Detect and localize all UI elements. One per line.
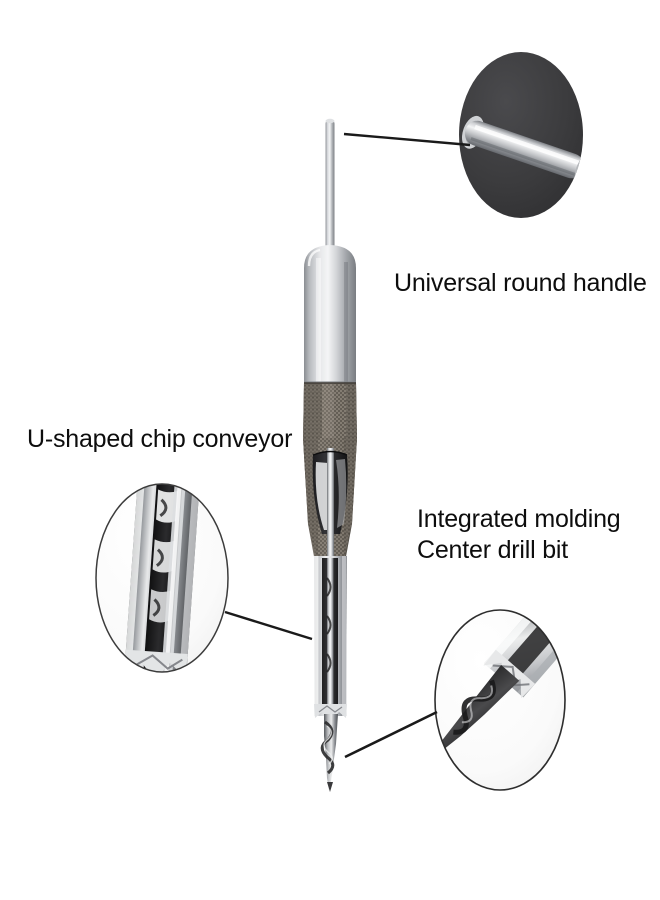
tool-part-round-shank: [325, 118, 335, 250]
callout-u-shaped-chip-conveyor: [95, 483, 229, 673]
leader-lines: [224, 132, 471, 759]
label-center-drill-bit-line1: Integrated molding: [417, 505, 621, 533]
callout-universal-round-handle: [459, 52, 583, 218]
tool-part-cylinder-body: [304, 245, 356, 388]
tool-part-auger-drill-tip: [320, 714, 338, 792]
label-universal-round-handle: Universal round handle: [394, 269, 647, 297]
callout-center-drill-bit: [434, 609, 566, 791]
tool-part-knurled-collar: [303, 382, 357, 441]
leader-line-chip-conveyor: [224, 610, 313, 641]
tool-illustration: [303, 118, 357, 792]
label-center-drill-bit-line2: Center drill bit: [417, 536, 569, 564]
label-u-shaped-chip-conveyor: U-shaped chip conveyor: [27, 425, 293, 453]
tool-part-tapered-throat: [303, 438, 357, 566]
tool-part-square-chisel: [314, 556, 347, 720]
leader-line-handle: [343, 132, 471, 147]
leader-line-center-drill-bit: [344, 710, 438, 759]
